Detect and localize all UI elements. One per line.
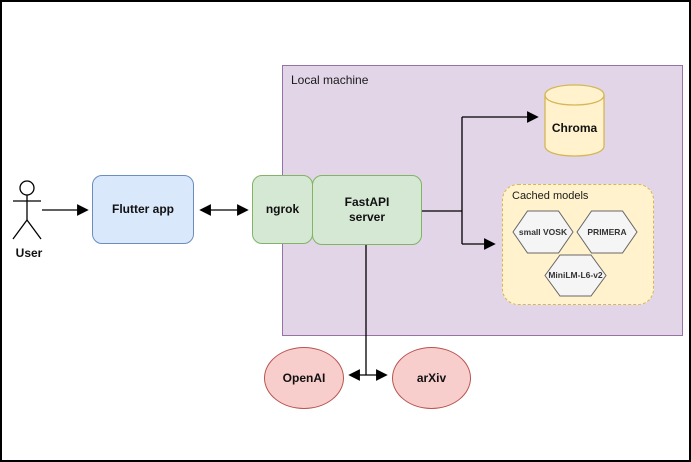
hexagon-icon — [576, 210, 638, 254]
hexagon-icon — [544, 254, 607, 297]
openai-label: OpenAI — [282, 370, 326, 385]
node-fastapi-server: FastAPI server — [312, 175, 422, 245]
actor-label: User — [15, 246, 43, 260]
hexagon-primera: PRIMERA — [576, 210, 638, 254]
user-actor-icon — [12, 180, 42, 240]
node-ngrok: ngrok — [252, 175, 313, 244]
hexagon-minilm-l6-v2: MiniLM-L6-v2 — [544, 254, 607, 297]
flutter-app-label: Flutter app — [112, 202, 174, 216]
cached-models-label: Cached models — [512, 190, 589, 202]
minilm-label: MiniLM-L6-v2 — [548, 270, 603, 281]
chroma-label: Chroma — [551, 120, 598, 135]
hexagon-icon — [512, 210, 574, 254]
node-arxiv: arXiv — [392, 347, 471, 409]
node-chroma: Chroma — [544, 84, 605, 157]
small-vosk-label: small VOSK — [518, 226, 568, 237]
node-flutter-app: Flutter app — [92, 175, 194, 244]
local-machine-label: Local machine — [291, 73, 369, 87]
fastapi-server-label: FastAPI server — [344, 195, 390, 224]
ngrok-label: ngrok — [265, 202, 300, 216]
database-cylinder-icon — [544, 84, 605, 157]
primera-label: PRIMERA — [587, 226, 627, 237]
hexagon-small-vosk: small VOSK — [512, 210, 574, 254]
node-openai: OpenAI — [264, 347, 344, 409]
arxiv-label: arXiv — [416, 370, 447, 385]
